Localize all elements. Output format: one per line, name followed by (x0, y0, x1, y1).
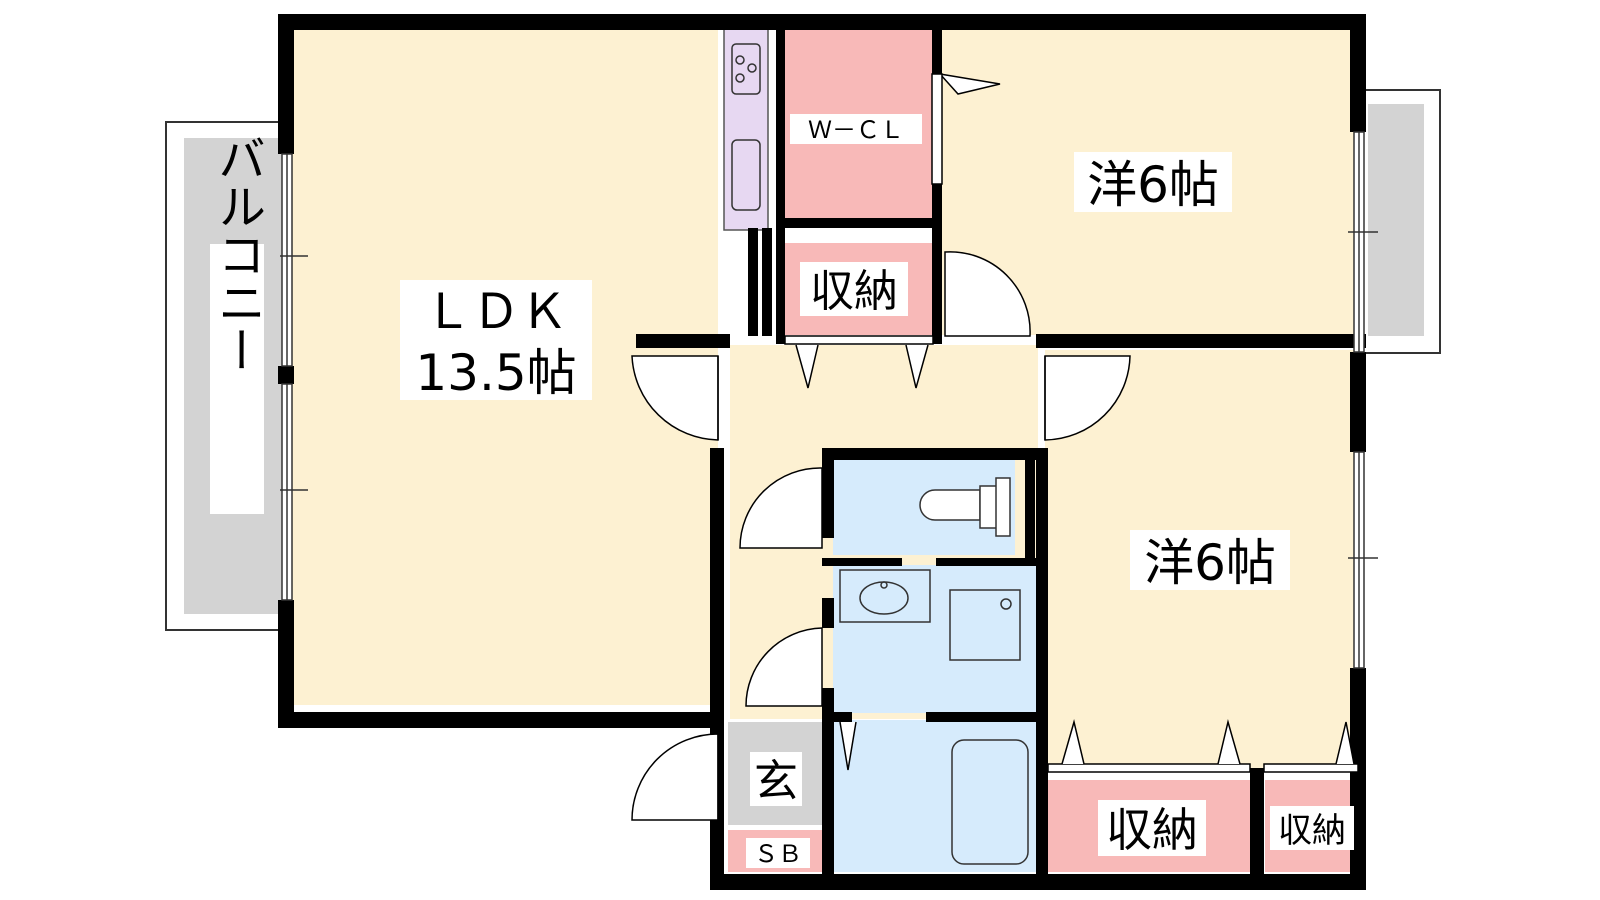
bathtub (951, 739, 1029, 865)
western-bottom-label-bg (1130, 530, 1290, 590)
toilet-fixture (919, 477, 1011, 537)
folding-doors (784, 335, 1359, 773)
western-top-name: 洋6帖 (1087, 156, 1219, 214)
wcl-label-bg (790, 114, 922, 144)
entrance-label-bg (750, 752, 802, 806)
storage-center-label-bg (800, 262, 908, 316)
wcl-name: Ｗ－ＣＬ (808, 116, 904, 144)
shoe-box-label-bg (746, 838, 810, 868)
western-bottom-name: 洋6帖 (1144, 534, 1276, 592)
ldk-name: ＬＤＫ (424, 284, 568, 340)
storage-center-name: 収納 (810, 266, 898, 317)
walls (278, 14, 1366, 890)
storage-bottom-right-label-bg (1270, 806, 1354, 850)
entrance-name: 玄 (754, 756, 798, 807)
shoe-box-name: ＳＢ (754, 840, 802, 868)
bath-floor (833, 720, 1038, 872)
ldk-size: 13.5帖 (415, 344, 576, 402)
washroom-fixtures (839, 569, 1021, 661)
balcony-name: バルコニー (209, 134, 265, 374)
storage-bottom-right-name: 収納 (1278, 811, 1346, 851)
washroom-floor (833, 565, 1038, 713)
windows (280, 131, 1378, 669)
kitchen-counter (723, 27, 769, 231)
storage-bottom-left-label-bg (1098, 800, 1206, 856)
ldk-label-bg (400, 280, 592, 400)
western-top-label-bg (1074, 152, 1232, 212)
doors (631, 72, 1131, 821)
balcony-right (1368, 104, 1424, 336)
storage-bottom-left-name: 収納 (1106, 803, 1198, 857)
kitchen-fixtures (731, 43, 761, 211)
balcony-label-bg (210, 244, 264, 514)
